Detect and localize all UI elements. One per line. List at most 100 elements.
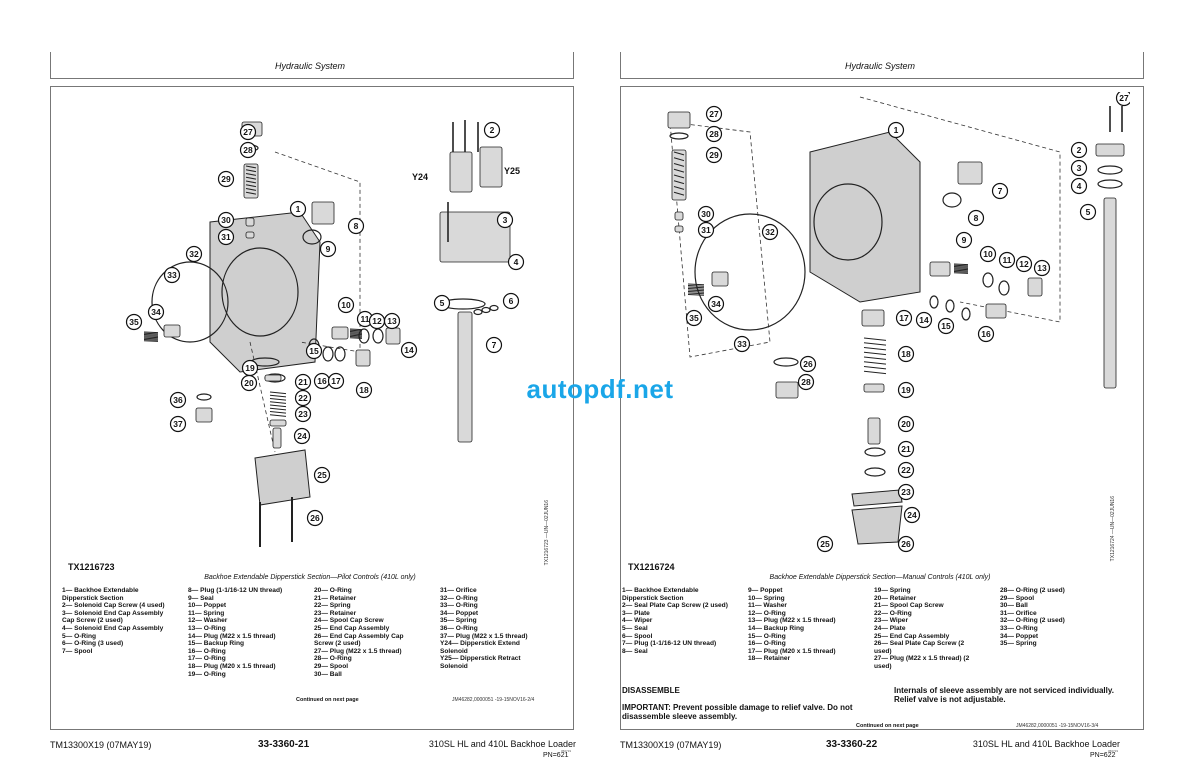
callout-circle [327,372,345,390]
spring-10 [953,267,969,269]
spring-10 [953,272,969,274]
callout-label: 24 [907,510,917,520]
end-cap-25 [254,449,311,506]
right-legend-item: 12— O-Ring [748,609,786,617]
spring-35 [143,331,159,334]
left-legend-item: 4— Solenoid End Cap Assembly [62,624,164,632]
ball-30 [674,211,684,221]
orifice-31 [674,225,684,233]
left-header-title: Hydraulic System [274,61,346,71]
callout-label: 23 [298,409,308,419]
body-port [221,247,299,337]
callout-label: 22 [901,465,911,475]
o-ring-15 [945,299,955,313]
right-legend-item: 22— O-Ring [874,609,912,617]
spring-19 [863,365,887,370]
spool-spring [673,151,685,156]
plug-27 [667,111,691,129]
wiper-23 [864,467,886,477]
right-legend-item: 11— Washer [748,602,787,610]
callout-circle [313,466,331,484]
spring-35 [143,332,159,335]
spool-spring [673,162,685,167]
right-legend-item: 1— Backhoe Extendable Dipperstick Sectio… [622,587,699,602]
internals-note: Internals of sleeve assembly are not ser… [894,686,1114,704]
backup-ring-14 [929,295,939,309]
callout-circle [979,245,997,263]
o-ring-6 [489,304,499,312]
callout-circle [485,336,503,354]
spring-35 [687,290,705,293]
plug-7 [957,161,983,185]
poppet-9 [929,261,951,277]
spool-spring [245,165,257,169]
spring-10 [953,265,969,268]
callout-circle [1070,177,1088,195]
callout-label: 32 [189,249,199,259]
callout-label: 10 [341,300,351,310]
callout-circle [239,141,257,159]
left-doc-code: JM46282,0000051 -19-15NOV16-2/4 [452,697,535,703]
callout-circle [163,266,181,284]
spring-10 [953,269,969,272]
callout-label: 18 [359,385,369,395]
left-legend-item: 28— O-Ring [314,655,352,663]
callout-circle [977,325,995,343]
left-legend-item: 18— Plug (M20 x 1.5 thread) [188,662,276,670]
right-legend-item: 30— Ball [1000,602,1028,610]
body-port [813,183,883,261]
spool-cap-screw-24 [272,427,282,449]
spring-19 [863,361,887,365]
right-legend-item: 8— Seal [622,647,648,655]
right-legend-item: 20— Retainer [874,594,917,602]
callout-label: 2 [1077,145,1082,155]
callout-circle [502,292,520,310]
spring-11 [349,328,363,331]
callout-label: 19 [245,363,255,373]
callout-label: 24 [297,431,307,441]
left-footer-manual: TM13300X19 (07MAY19) [50,740,152,750]
left-legend-item: 36— O-Ring [440,624,478,632]
callout-label: 28 [709,129,719,139]
callout-circle [289,200,307,218]
callout-label: 30 [221,215,231,225]
callout-label: 27 [709,109,719,119]
watermark-text: autopdf.net [526,374,674,404]
left-legend-item: Y24— Dipperstick Extend Solenoid [440,640,520,655]
spring-22 [269,401,287,404]
retainer-18 [861,309,885,327]
left-legend-column: 1— Backhoe Extendable Dipperstick Sectio… [62,587,184,678]
wiper-4 [1097,165,1123,175]
left-caption: Backhoe Extendable Dipperstick Section—P… [204,574,416,581]
left-legend-item: 12— Washer [188,617,228,625]
callout-circle [147,303,165,321]
callout-circle [705,125,723,143]
right-footer-tiny: 050719 [1108,749,1119,753]
left-legend-item: 17— O-Ring [188,655,226,663]
spool-spring [245,176,257,180]
right-side-code: TX1216724 —UN—02JUN16 [1110,496,1116,562]
spring-19 [863,356,887,360]
o-ring-22 [864,447,886,457]
retainer-21 [264,374,282,382]
left-legend-item: 11— Spring [188,609,225,617]
spring-22 [269,410,287,414]
seal-5 [1097,179,1123,189]
spring-19 [863,370,887,375]
spring-22 [269,414,287,417]
callout-circle [1079,203,1097,221]
spring-19 [863,351,887,356]
o-ring-13 [372,328,384,344]
right-legend-item: 2— Seal Plate Cap Screw (2 used) [622,602,728,610]
left-legend-item: 37— Plug (M22 x 1.5 thread) [440,632,528,640]
callout-circle [294,373,312,391]
callout-circle [319,240,337,258]
o-ring-28b [773,357,799,367]
callout-label: 25 [317,470,327,480]
callout-circle [169,391,187,409]
spool-spring [673,191,685,196]
plug-18 [355,349,371,367]
callout-label: 25 [820,539,830,549]
